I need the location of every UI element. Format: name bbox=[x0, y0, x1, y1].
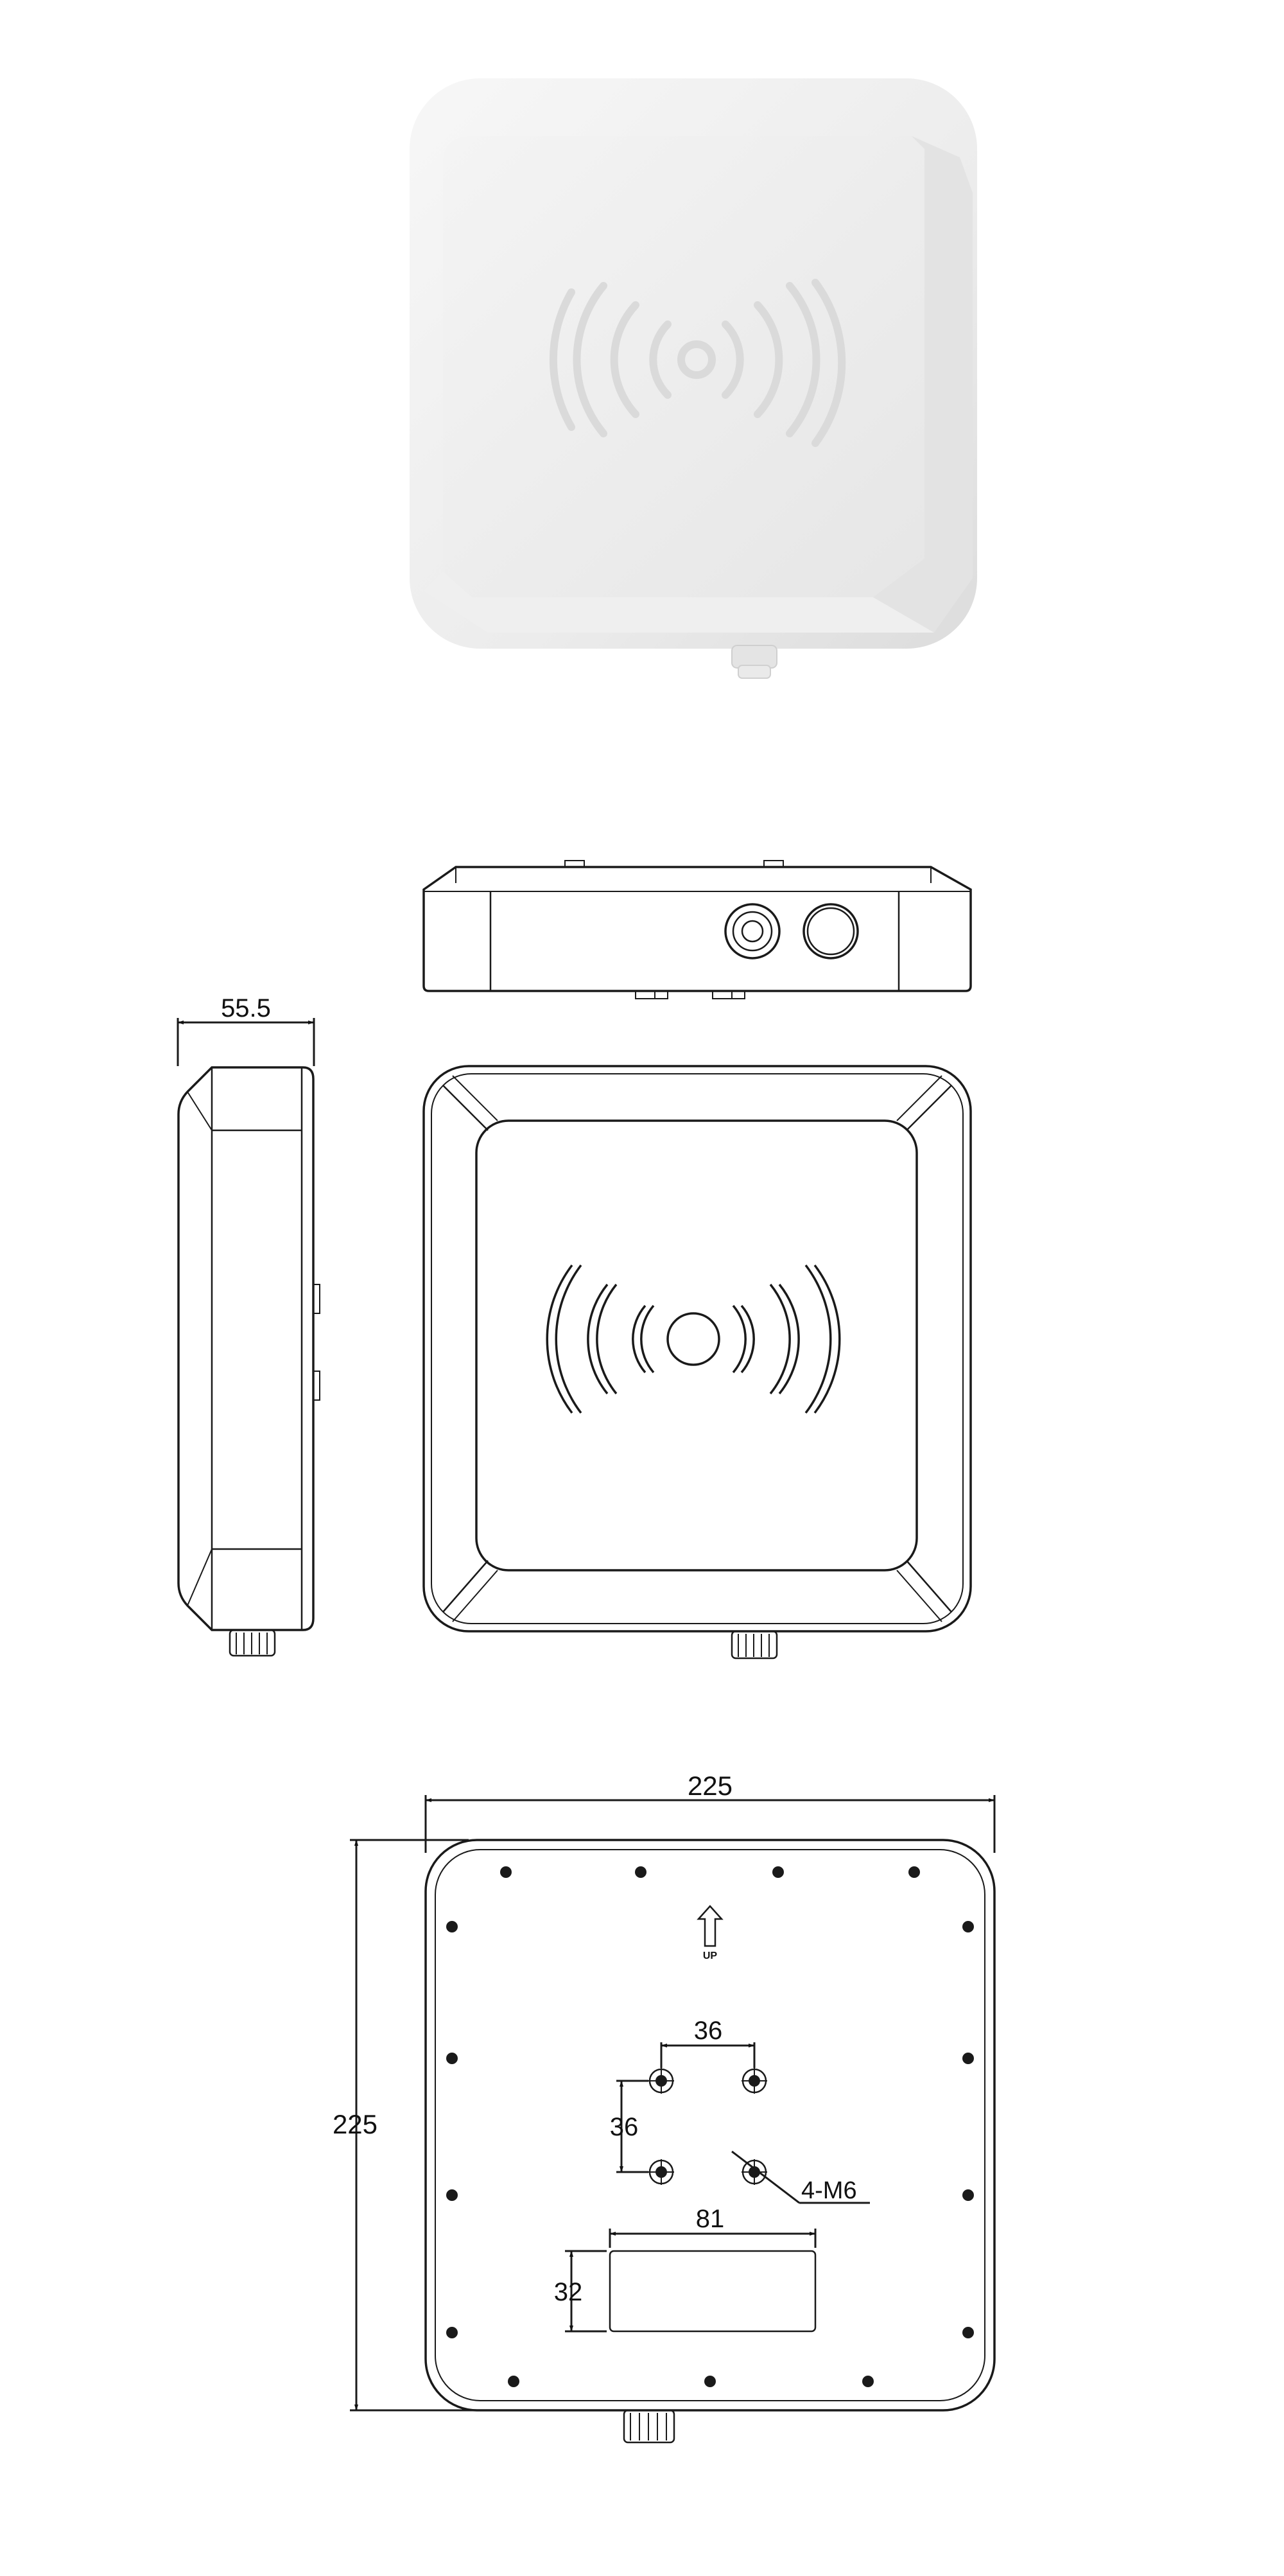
dim-hole-spacing-h-label: 36 bbox=[694, 2017, 723, 2045]
photo-right-bevel bbox=[873, 136, 973, 633]
back-view-mount-holes bbox=[648, 2068, 767, 2185]
photo-bottom-bevel bbox=[424, 572, 934, 633]
dim-hole-spacing-h: 36 bbox=[660, 2017, 756, 2068]
dim-side-depth-label: 55.5 bbox=[221, 994, 271, 1022]
dim-overall-width-label: 225 bbox=[688, 1771, 733, 1801]
top-view-mount-studs bbox=[635, 991, 745, 999]
dim-hole-spacing-v: 36 bbox=[610, 2080, 648, 2173]
front-view bbox=[422, 1065, 972, 1660]
back-view-up-arrow-icon: UP bbox=[697, 1905, 724, 1961]
up-marker-label: UP bbox=[703, 1950, 718, 1961]
back-view-outer bbox=[424, 1839, 996, 2412]
front-view-connector bbox=[731, 1630, 778, 1660]
top-view-cable-gland bbox=[802, 903, 859, 959]
photo-rfid-signal-icon bbox=[549, 279, 846, 447]
back-view-connector bbox=[623, 2409, 675, 2444]
top-view bbox=[422, 860, 972, 999]
dim-label-height: 32 bbox=[554, 2250, 607, 2333]
mount-holes-label: 4-M6 bbox=[801, 2177, 857, 2204]
dim-overall-height: 225 bbox=[333, 1839, 514, 2412]
dim-label-width: 81 bbox=[609, 2205, 817, 2248]
dim-label-width-label: 81 bbox=[696, 2205, 725, 2233]
dim-overall-width: 225 bbox=[424, 1771, 996, 1853]
front-view-corner-bevels bbox=[442, 1075, 952, 1622]
dim-side-depth: 55.5 bbox=[177, 994, 315, 1066]
top-view-outline bbox=[422, 866, 972, 992]
dim-hole-spacing-v-label: 36 bbox=[610, 2113, 639, 2141]
product-photo bbox=[410, 78, 977, 679]
back-view-perimeter-screws bbox=[446, 1866, 974, 2387]
side-view: 55.5 bbox=[177, 994, 320, 1657]
side-view-connector bbox=[229, 1629, 276, 1657]
side-view-outline bbox=[177, 1066, 315, 1631]
front-view-face bbox=[475, 1119, 918, 1572]
photo-connector bbox=[731, 645, 777, 679]
back-view-label-plate bbox=[609, 2250, 817, 2333]
dim-label-height-label: 32 bbox=[554, 2278, 583, 2306]
front-view-outer bbox=[422, 1065, 972, 1633]
front-view-rfid-signal-icon bbox=[546, 1264, 841, 1414]
dim-overall-height-label: 225 bbox=[333, 2109, 377, 2139]
top-view-n-type-connector-icon bbox=[724, 903, 781, 959]
dim-mount-holes-callout: 4-M6 bbox=[731, 2150, 870, 2204]
top-view-top-studs bbox=[564, 860, 784, 868]
back-view: 225 225 UP bbox=[333, 1771, 996, 2444]
